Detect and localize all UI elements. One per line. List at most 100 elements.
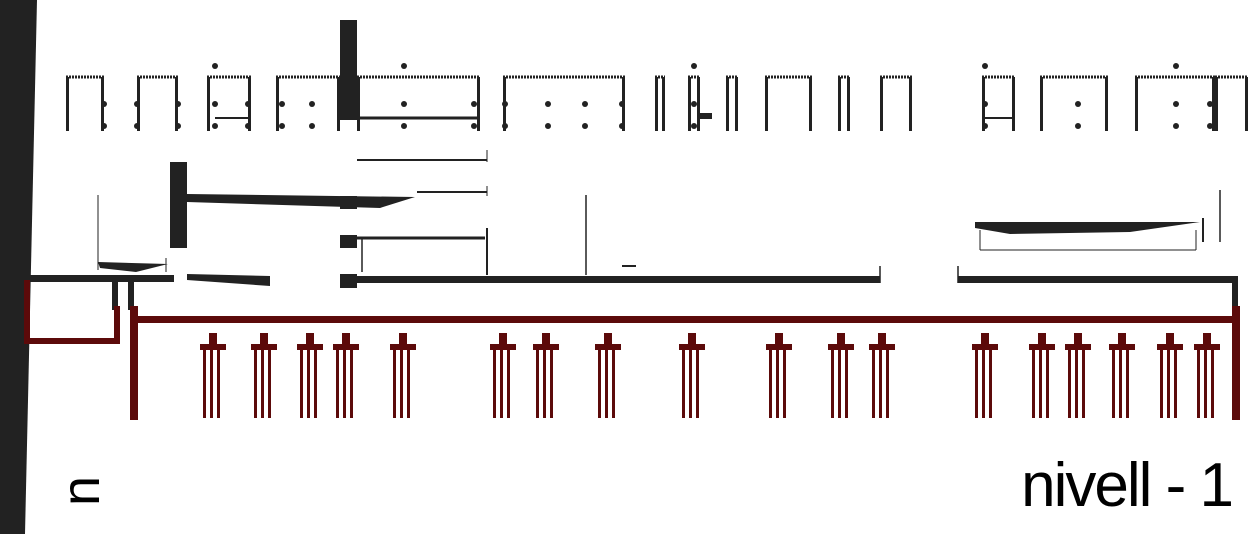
pile-cap: [200, 344, 226, 350]
pile-cap-stem: [306, 333, 314, 345]
foundation-wall: [114, 306, 120, 344]
post: [276, 77, 279, 131]
pile: [500, 350, 503, 418]
pile: [407, 350, 410, 418]
pile: [493, 350, 496, 418]
column-dot: [212, 63, 218, 69]
pile-cap: [333, 344, 359, 350]
column-dot: [1075, 101, 1081, 107]
pile: [845, 350, 848, 418]
pile-cap: [1157, 344, 1183, 350]
column-dot: [691, 63, 697, 69]
column-dot: [502, 123, 508, 129]
pile: [989, 350, 992, 418]
column-dot: [545, 101, 551, 107]
column-block: [340, 20, 357, 120]
column-dot: [582, 123, 588, 129]
foundation-wall: [24, 280, 30, 342]
post: [809, 77, 812, 131]
left-border-inner-line: [25, 0, 39, 535]
column-dot: [1173, 123, 1179, 129]
pile-cap-stem: [1118, 333, 1126, 345]
pile-cap: [972, 344, 998, 350]
column-dot: [175, 123, 181, 129]
column-dot: [1075, 123, 1081, 129]
pile-cap-stem: [499, 333, 507, 345]
pile-group: [1029, 333, 1055, 418]
pile-cap-stem: [542, 333, 550, 345]
pile: [217, 350, 220, 418]
pile: [336, 350, 339, 418]
pile: [203, 350, 206, 418]
pile: [612, 350, 615, 418]
column-dot: [134, 101, 140, 107]
post: [1245, 77, 1248, 131]
column-dot: [619, 101, 625, 107]
column-dot: [309, 123, 315, 129]
pile: [831, 350, 834, 418]
pile-cap-stem: [399, 333, 407, 345]
ground-slab: [357, 276, 880, 283]
level-label: nivell - 1: [1021, 451, 1234, 520]
pile: [696, 350, 699, 418]
intermediate-floor-slabs: [97, 20, 1221, 288]
pile-group: [490, 333, 516, 418]
pile: [872, 350, 875, 418]
ground-level-slab: [24, 266, 1238, 310]
pile-cap: [1194, 344, 1220, 350]
pile-cap-stem: [260, 333, 268, 345]
column-dot: [401, 123, 407, 129]
pile-cap-stem: [775, 333, 783, 345]
foundation-slab: [130, 316, 1238, 323]
foundation-structure: [24, 280, 1240, 420]
pile-cap: [251, 344, 277, 350]
pile-cap-stem: [688, 333, 696, 345]
pile-group: [297, 333, 323, 418]
pile: [975, 350, 978, 418]
ground-slab: [24, 275, 174, 282]
pile-cap: [828, 344, 854, 350]
pile: [268, 350, 271, 418]
pile: [536, 350, 539, 418]
pile-group: [200, 333, 226, 418]
ground-slab: [958, 276, 1238, 283]
pile-cap: [490, 344, 516, 350]
ground-wall: [112, 280, 118, 310]
pile-cap-stem: [837, 333, 845, 345]
pile-cap-stem: [342, 333, 350, 345]
pile: [879, 350, 882, 418]
pile-group: [869, 333, 895, 418]
pile: [1167, 350, 1170, 418]
pile: [543, 350, 546, 418]
edge-title-fragment: n: [51, 475, 111, 506]
pile-group: [1194, 333, 1220, 418]
pile-group: [828, 333, 854, 418]
column-dot: [175, 101, 181, 107]
pile: [210, 350, 213, 418]
column-dot: [619, 123, 625, 129]
column-dot: [401, 101, 407, 107]
pile: [769, 350, 772, 418]
pile: [507, 350, 510, 418]
column-dot: [212, 101, 218, 107]
ground-wall: [1232, 280, 1238, 310]
pile-group: [1109, 333, 1135, 418]
pile: [1046, 350, 1049, 418]
pile-cap: [595, 344, 621, 350]
post: [357, 77, 360, 131]
post: [847, 77, 850, 131]
pile-group: [251, 333, 277, 418]
column-dot: [471, 123, 477, 129]
column-dot: [212, 123, 218, 129]
column-block: [340, 274, 357, 288]
pile: [343, 350, 346, 418]
post: [1135, 77, 1138, 131]
pile: [261, 350, 264, 418]
tapered-beam: [975, 222, 1200, 234]
column-dot: [502, 101, 508, 107]
column-dot: [545, 123, 551, 129]
column-dot: [471, 101, 477, 107]
column-dot: [582, 101, 588, 107]
post: [1215, 77, 1218, 131]
pile: [1032, 350, 1035, 418]
